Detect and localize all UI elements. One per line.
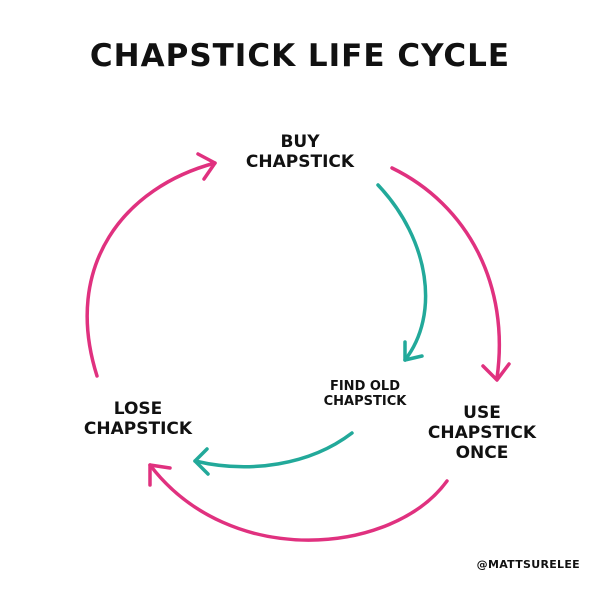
arrow-lose-to-buy — [85, 161, 217, 378]
node-find-line-1: FIND OLD — [329, 379, 401, 394]
node-use-line-1: USE — [463, 403, 501, 423]
arrowhead-lose-to-buy — [196, 152, 217, 181]
node-find-old-chapstick: FIND OLD CHAPSTICK — [300, 379, 430, 410]
arrowhead-use-to-lose — [148, 463, 172, 487]
node-lose-line-2: CHAPSTICK — [83, 419, 193, 440]
arrowhead-buy-to-use — [481, 362, 511, 382]
author-credit: @MATTSURELEE — [476, 558, 580, 571]
node-find-line-2: CHAPSTICK — [323, 394, 407, 410]
arrow-buy-to-find — [376, 183, 428, 362]
node-use-line-3: ONCE — [455, 443, 509, 464]
arrowhead-find-to-lose — [193, 447, 210, 476]
node-buy-chapstick: BUY CHAPSTICK — [200, 132, 400, 172]
arrow-find-to-lose — [193, 431, 354, 469]
node-buy-line-1: BUY — [280, 132, 320, 152]
diagram-title: CHAPSTICK LIFE CYCLE — [89, 38, 511, 74]
arrow-use-to-lose — [148, 463, 449, 542]
arrow-buy-to-use — [390, 166, 502, 380]
node-buy-line-2: CHAPSTICK — [245, 152, 355, 173]
node-use-line-2: CHAPSTICK — [427, 423, 537, 444]
node-lose-line-1: LOSE — [113, 399, 163, 419]
node-lose-chapstick: LOSE CHAPSTICK — [58, 399, 218, 439]
node-use-chapstick-once: USE CHAPSTICK ONCE — [412, 403, 552, 463]
arrowhead-buy-to-find — [403, 340, 424, 362]
